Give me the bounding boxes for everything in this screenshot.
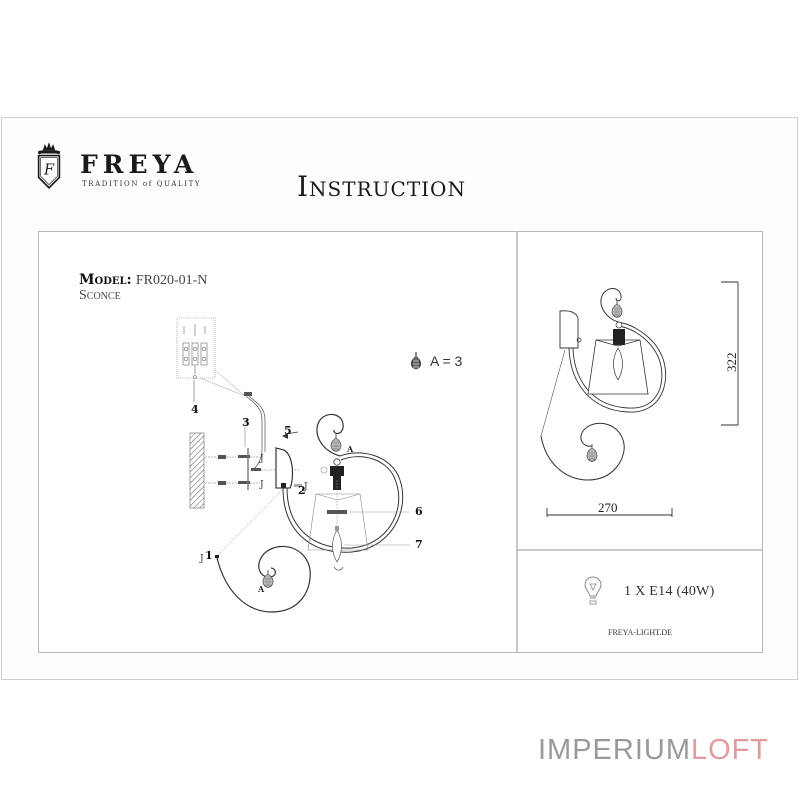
watermark-part2: LOFT <box>691 734 770 766</box>
part-label-4: 4 <box>191 403 199 416</box>
freya-crest-logo-icon: F <box>37 142 61 189</box>
part-label-6: 6 <box>415 505 423 518</box>
bulb-spec: 1 X E14 (40W) <box>624 584 715 599</box>
product-type: Sconce <box>79 288 121 303</box>
model-line: Model: FR020-01-N <box>79 272 207 289</box>
watermark-part1: IMPERIUM <box>538 734 691 766</box>
brand-name: FREYA <box>80 150 199 179</box>
vertical-divider <box>516 231 518 653</box>
content-frame <box>38 231 763 653</box>
crystal-count: A = 3 <box>430 353 463 369</box>
brand-tagline: TRADITION of QUALITY <box>82 180 202 188</box>
crystal-legend: A = 3 <box>410 352 462 370</box>
width-dimension: 270 <box>598 500 618 515</box>
model-label: Model: <box>79 272 132 288</box>
svg-text:F: F <box>43 162 55 178</box>
height-dimension: 322 <box>724 352 739 373</box>
part-label-3: 3 <box>242 416 250 429</box>
document-title: Instruction <box>297 170 466 203</box>
part-label-5: 5 <box>284 424 292 437</box>
part-label-7: 7 <box>415 538 423 551</box>
imperiumloft-watermark: IMPERIUMLOFT <box>538 734 769 767</box>
horizontal-divider <box>517 549 763 551</box>
website-url: FREYA-LIGHT.DE <box>608 628 673 637</box>
part-label-2: 2 <box>298 484 306 497</box>
part-label-1: 1 <box>205 549 213 562</box>
light-bulb-icon <box>584 576 602 605</box>
model-number: FR020-01-N <box>135 273 208 288</box>
crystal-drop-icon <box>411 352 421 370</box>
